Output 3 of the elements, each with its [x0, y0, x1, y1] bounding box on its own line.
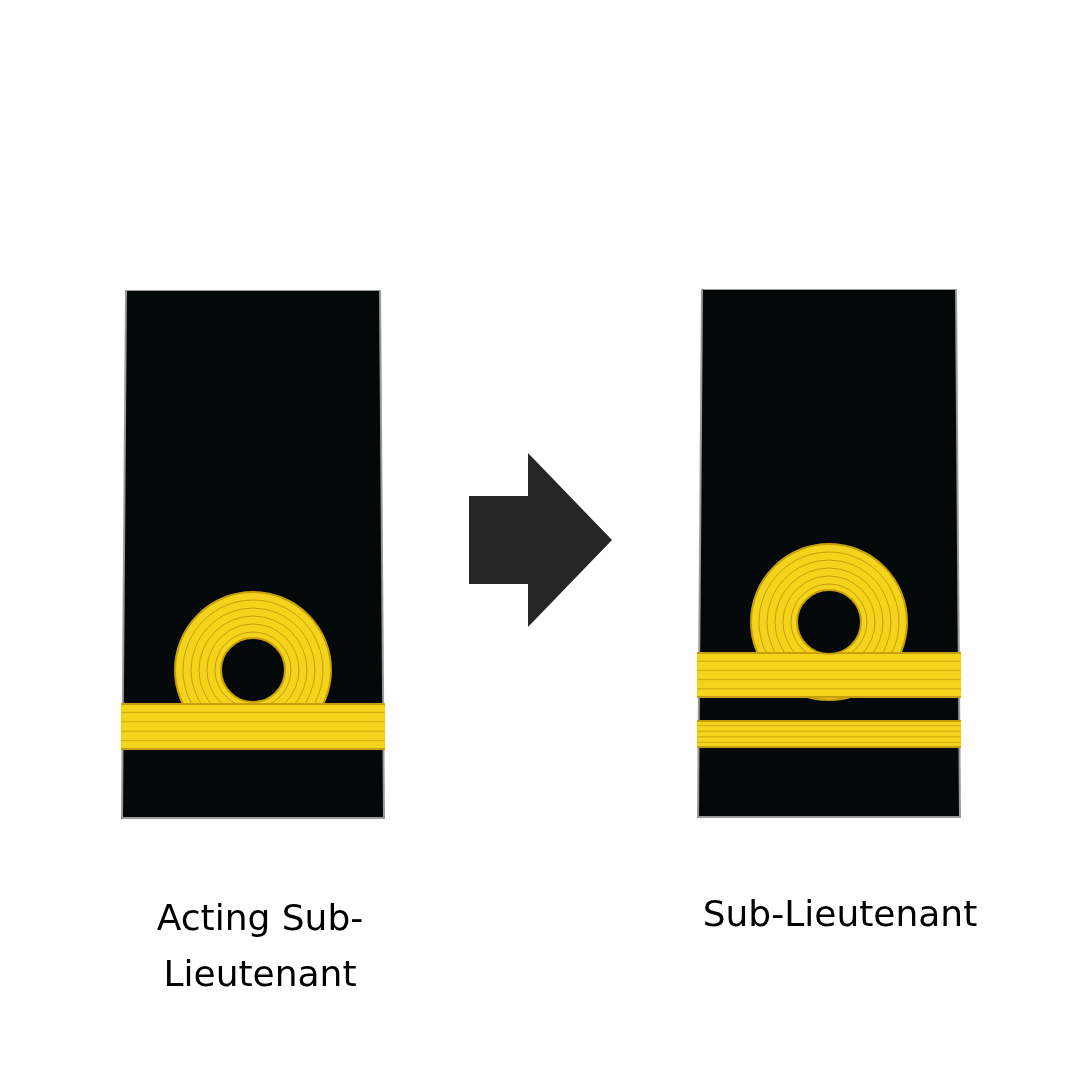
block-arrow: [469, 453, 612, 627]
rank-label: Acting Sub-Lieutenant: [155, 896, 365, 996]
rank-label: Sub-Lieutenant: [701, 892, 979, 936]
